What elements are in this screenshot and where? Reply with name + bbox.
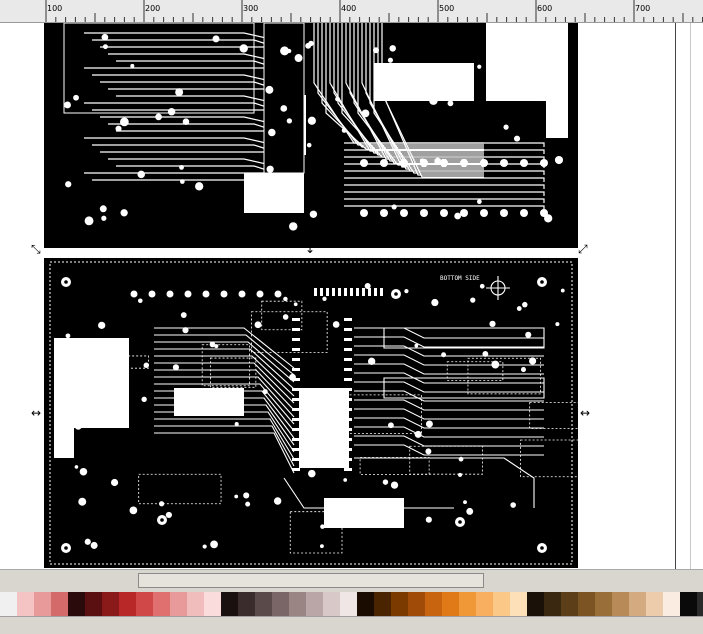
ruler-label: 100	[47, 4, 63, 13]
copper-traces	[84, 23, 545, 210]
silk-label: BOTTOM SIDE	[440, 275, 480, 282]
color-swatch[interactable]	[340, 592, 357, 616]
color-swatch[interactable]	[357, 592, 374, 616]
color-swatch[interactable]	[510, 592, 527, 616]
color-swatch[interactable]	[612, 592, 629, 616]
color-swatch[interactable]	[102, 592, 119, 616]
color-swatch[interactable]	[629, 592, 646, 616]
ruler-label: 600	[537, 4, 553, 13]
color-swatch[interactable]	[391, 592, 408, 616]
color-swatch[interactable]	[561, 592, 578, 616]
status-bar	[0, 616, 703, 634]
color-swatch[interactable]	[119, 592, 136, 616]
color-swatch[interactable]	[374, 592, 391, 616]
color-swatch[interactable]	[663, 592, 680, 616]
color-swatch[interactable]	[697, 592, 703, 616]
color-palette[interactable]	[0, 592, 703, 616]
horizontal-ruler[interactable]: 100 200 300 400 500 600 700	[0, 0, 703, 23]
color-swatch[interactable]	[289, 592, 306, 616]
color-swatch[interactable]	[221, 592, 238, 616]
color-swatch[interactable]	[272, 592, 289, 616]
color-swatch[interactable]	[425, 592, 442, 616]
color-swatch[interactable]	[306, 592, 323, 616]
color-swatch[interactable]	[34, 592, 51, 616]
color-swatch[interactable]	[17, 592, 34, 616]
color-swatch[interactable]	[51, 592, 68, 616]
color-swatch[interactable]	[493, 592, 510, 616]
color-swatch[interactable]	[442, 592, 459, 616]
vertical-scrollbar[interactable]	[690, 23, 703, 569]
color-swatch[interactable]	[170, 592, 187, 616]
color-swatch[interactable]	[527, 592, 544, 616]
resize-handle-right[interactable]: ↔	[580, 406, 591, 420]
color-swatch[interactable]	[476, 592, 493, 616]
color-swatch[interactable]	[187, 592, 204, 616]
pcb-bottom-traces: BOTTOM SIDE	[49, 261, 600, 565]
horizontal-scrollbar-thumb[interactable]	[138, 573, 484, 588]
page-border-line	[675, 23, 676, 569]
copper-traces	[103, 276, 600, 554]
resize-handle-left[interactable]: ↔	[31, 406, 42, 420]
color-swatch[interactable]	[68, 592, 85, 616]
drawing-canvas[interactable]: ⤡ ↕ ⤢ ↔ ↔ BOTTOM SIDE	[0, 23, 690, 569]
ruler-label: 700	[635, 4, 651, 13]
ruler-label: 300	[243, 4, 259, 13]
color-swatch[interactable]	[646, 592, 663, 616]
color-swatch[interactable]	[578, 592, 595, 616]
color-swatch[interactable]	[323, 592, 340, 616]
resize-handle-top-right[interactable]: ⤢	[578, 242, 588, 256]
color-swatch[interactable]	[255, 592, 272, 616]
ruler-ticks	[45, 0, 703, 22]
ruler-label: 400	[341, 4, 357, 13]
color-swatch[interactable]	[204, 592, 221, 616]
color-swatch[interactable]	[595, 592, 612, 616]
resize-handle-top[interactable]: ↕	[305, 242, 316, 256]
color-swatch[interactable]	[136, 592, 153, 616]
color-swatch[interactable]	[153, 592, 170, 616]
color-swatch[interactable]	[544, 592, 561, 616]
color-swatch[interactable]	[238, 592, 255, 616]
color-swatch[interactable]	[85, 592, 102, 616]
color-swatch[interactable]	[0, 592, 17, 616]
horizontal-scrollbar[interactable]	[0, 569, 703, 592]
ruler-label: 500	[439, 4, 455, 13]
pcb-top-layer[interactable]	[44, 23, 578, 249]
color-swatch[interactable]	[459, 592, 476, 616]
ruler-label: 200	[145, 4, 161, 13]
pcb-top-traces	[44, 23, 578, 249]
color-swatch[interactable]	[680, 592, 697, 616]
color-swatch[interactable]	[408, 592, 425, 616]
resize-handle-top-left[interactable]: ⤡	[31, 242, 41, 256]
pcb-bottom-layer[interactable]: BOTTOM SIDE	[44, 258, 600, 568]
